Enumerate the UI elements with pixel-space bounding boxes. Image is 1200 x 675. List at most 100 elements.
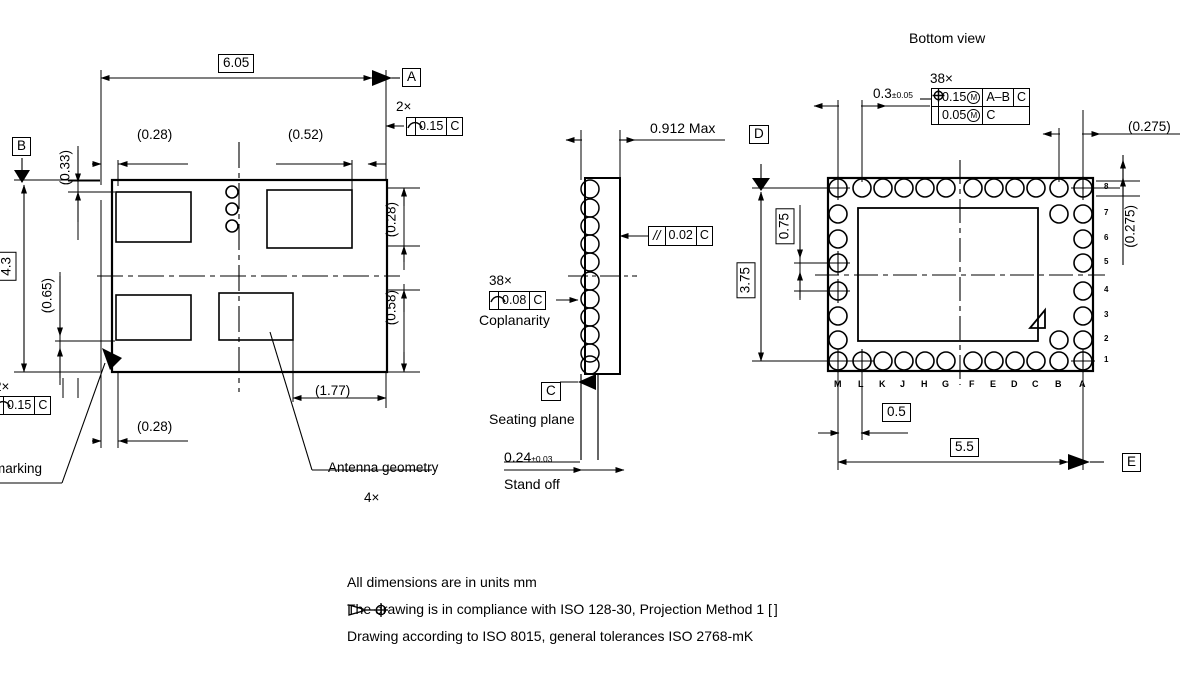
note-iso-projection: The drawing is in compliance with ISO 12…: [347, 601, 778, 617]
antenna-pad-top-right: [266, 189, 353, 249]
dim-label-0.75: 0.75: [775, 208, 794, 245]
dim-label-pitch: 0.5: [882, 403, 911, 422]
marking-circle-3: [225, 219, 239, 233]
solder-ball: [580, 289, 600, 309]
pin1-marking-arrow: [102, 348, 122, 370]
parallelism-icon: //: [649, 227, 666, 245]
solder-ball: [580, 307, 600, 327]
datum-a-triangle: [372, 70, 392, 86]
profile-of-surface-icon: [490, 292, 506, 309]
fcf-parallelism: // 0.02 C: [648, 226, 713, 246]
position-icon: [932, 89, 945, 124]
dim-label-4.3: 4.3: [0, 252, 16, 281]
note-iso-projection-text: The drawing is in compliance with ISO 12…: [347, 601, 772, 617]
pin1-orientation-triangle: [1028, 307, 1046, 329]
marking-circle-1: [225, 185, 239, 199]
dim-label-3.75: 3.75: [736, 262, 755, 299]
datum-label-a: A: [402, 68, 422, 87]
side-view-geometry: [504, 130, 725, 473]
mmc-modifier-icon: M: [967, 108, 981, 122]
dim-label-thickness: 0.912 Max: [650, 120, 716, 136]
mmc-modifier-icon: M: [967, 90, 981, 104]
pad-column-label-H: H: [921, 379, 928, 389]
pad-row-label-8: 8: [1104, 182, 1109, 191]
solder-ball: [580, 252, 600, 272]
profile-of-surface-icon: [407, 118, 423, 135]
fcf-coplanarity-datum: C: [533, 293, 543, 307]
dim-label-0.33: (0.33): [57, 150, 73, 186]
projection-method-1-icon: [348, 603, 388, 617]
pad-column-label-D: D: [1011, 379, 1018, 389]
datum-label-b: B: [12, 137, 32, 156]
label-standoff: Stand off: [504, 476, 560, 492]
fcf-coplanarity-tolerance: 0.08: [499, 292, 531, 309]
bottom-view-geometry: [752, 98, 1180, 470]
dim-label-0.275-top: (0.275): [1128, 119, 1171, 134]
datum-c-triangle: [578, 374, 596, 390]
fcf-pos2-datum-c: C: [986, 108, 996, 122]
pad-row-1: [826, 349, 1095, 373]
solder-ball: [580, 234, 600, 254]
datum-b-triangle: [14, 170, 30, 183]
dim-label-pad-edge: 0.3±0.05: [873, 86, 913, 101]
coplanarity-quantity: 38×: [489, 273, 512, 288]
pad-row-label-6: 6: [1104, 233, 1109, 242]
pad-column-label-E: E: [990, 379, 997, 389]
solder-ball: [580, 325, 600, 345]
pad-row-label-4: 4: [1104, 285, 1109, 294]
pad-column-label-M: M: [834, 379, 842, 389]
dim-label-0.275-vertical: (0.275): [1122, 205, 1138, 248]
fcf-profile-top: 0.15 C: [406, 117, 464, 136]
datum-label-d: D: [749, 125, 769, 144]
pad-column-label-K: K: [879, 379, 886, 389]
fcf-bottom-datum: C: [38, 398, 48, 412]
antenna-pad-top-left: [115, 191, 192, 243]
datum-label-e: E: [1122, 453, 1142, 472]
dim-label-0.28-right: (0.28): [383, 202, 399, 238]
fcf-coplanarity: 0.08 C: [489, 291, 547, 310]
profile-of-surface-icon: [0, 397, 11, 414]
solder-ball: [580, 216, 600, 236]
note-iso-projection-tail: ]: [773, 601, 778, 617]
dim-label-0.52: (0.52): [288, 127, 324, 142]
gdt-quantity: 38×: [930, 71, 953, 86]
solder-ball: [580, 355, 600, 375]
note-tolerances: Drawing according to ISO 8015, general t…: [347, 628, 754, 644]
label-seating-plane: Seating plane: [489, 411, 575, 427]
bottom-view-title: Bottom view: [909, 30, 986, 46]
solder-ball: [580, 198, 600, 218]
multiplier-label-top: 2×: [396, 99, 412, 114]
antenna-pad-bottom-right: [218, 292, 294, 341]
pad-column-label-F: F: [969, 379, 975, 389]
multiplier-label-bottom: 2×: [0, 379, 10, 394]
dim-label-0.65: (0.65): [39, 278, 55, 314]
fcf-profile-bottom: 0.15 C: [0, 396, 52, 415]
pad-row-label-2: 2: [1104, 334, 1109, 343]
pad-column-M: [826, 204, 850, 350]
pad-column-label-J: J: [900, 379, 906, 389]
antenna-pad-bottom-left: [115, 294, 192, 341]
fcf-top-tolerance: 0.15: [416, 118, 448, 135]
solder-ball: [580, 343, 600, 363]
note-units: All dimensions are in units mm: [347, 574, 537, 590]
fcf-top-datum: C: [450, 119, 460, 133]
pad-row-label-7: 7: [1104, 208, 1109, 217]
fcf-pos1-datum-ab: A–B: [983, 89, 1014, 106]
note-antenna-geometry: Antenna geometry: [328, 460, 439, 475]
dim-label-0.28-top: (0.28): [137, 127, 173, 142]
top-view-geometry: [0, 70, 432, 484]
datum-e-triangle: [1068, 454, 1090, 470]
fcf-parallel-tolerance: 0.02: [666, 227, 697, 245]
datum-label-c: C: [541, 382, 561, 401]
pad-row-label-5: 5: [1104, 257, 1109, 266]
dim-label-overall-width: 6.05: [218, 54, 255, 73]
pad-column-label-G: G: [942, 379, 950, 389]
dim-label-0.58: (0.58): [383, 290, 399, 326]
pad-column-label-B: B: [1055, 379, 1062, 389]
dim-label-standoff: 0.24±0.03: [504, 449, 553, 465]
pad-column-label-L: L: [858, 379, 864, 389]
